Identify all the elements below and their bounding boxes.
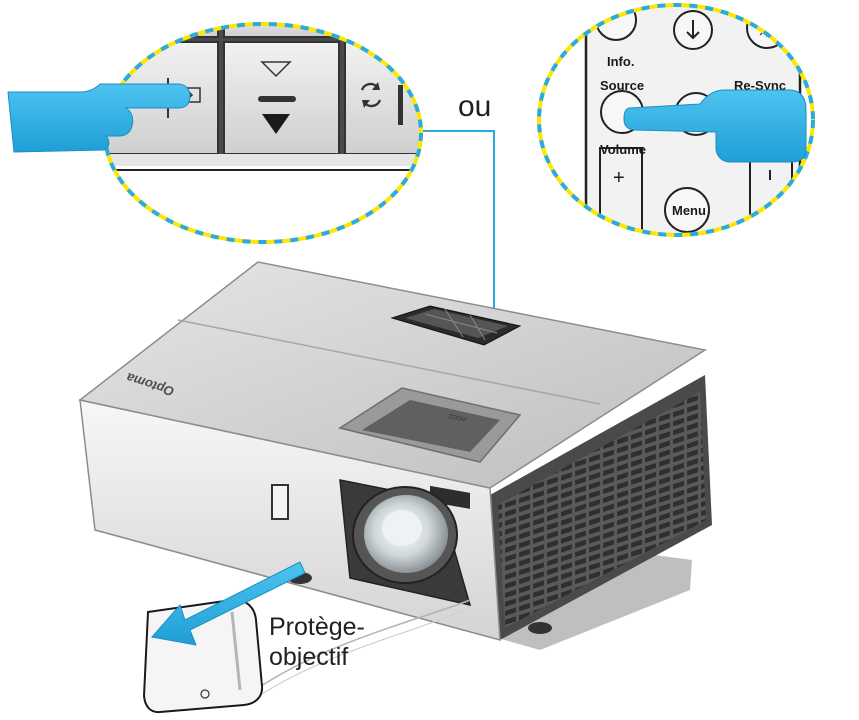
- resync-icon: [360, 82, 382, 108]
- menu-label: Menu: [672, 203, 706, 218]
- download-arrow-icon: [686, 20, 700, 40]
- down-triangle-icon: [262, 114, 290, 134]
- volume-plus-label: +: [613, 167, 625, 189]
- resync-label: Re-Sync: [734, 78, 786, 93]
- laser-button[interactable]: [746, 7, 788, 49]
- projector: ZOOM Optoma: [78, 261, 712, 650]
- pull-arrow-icon: [151, 561, 306, 646]
- volume-label: Volume: [600, 142, 646, 157]
- hand-pointer-icon: [7, 83, 191, 153]
- lens-cap-strap: [254, 599, 471, 691]
- hand-pointer-icon: [623, 89, 807, 163]
- source-label: Source: [600, 78, 644, 93]
- top-keypad: [390, 305, 522, 346]
- volume-rocker[interactable]: [599, 147, 643, 248]
- menu-button[interactable]: [664, 187, 710, 233]
- vent-grille: [498, 392, 706, 628]
- lens-cap-label-line1: Protège-: [269, 613, 365, 641]
- top-face: [78, 261, 707, 489]
- remote-callout: Info. Source Re-Sync Volume + Menu: [537, 0, 815, 248]
- adjustable-foot: [528, 622, 552, 634]
- svg-text:ZOOM: ZOOM: [448, 414, 467, 424]
- down-triangle-icon: [260, 61, 292, 78]
- ir-sensor: [271, 484, 289, 520]
- info-label: Info.: [607, 54, 634, 69]
- lens-cap-label: Protège- objectif: [269, 612, 365, 672]
- or-label: ou: [458, 90, 492, 123]
- info-button[interactable]: [595, 0, 637, 41]
- lens-cap-label-line2: objectif: [269, 643, 349, 671]
- keypad-callout: [7, 22, 423, 244]
